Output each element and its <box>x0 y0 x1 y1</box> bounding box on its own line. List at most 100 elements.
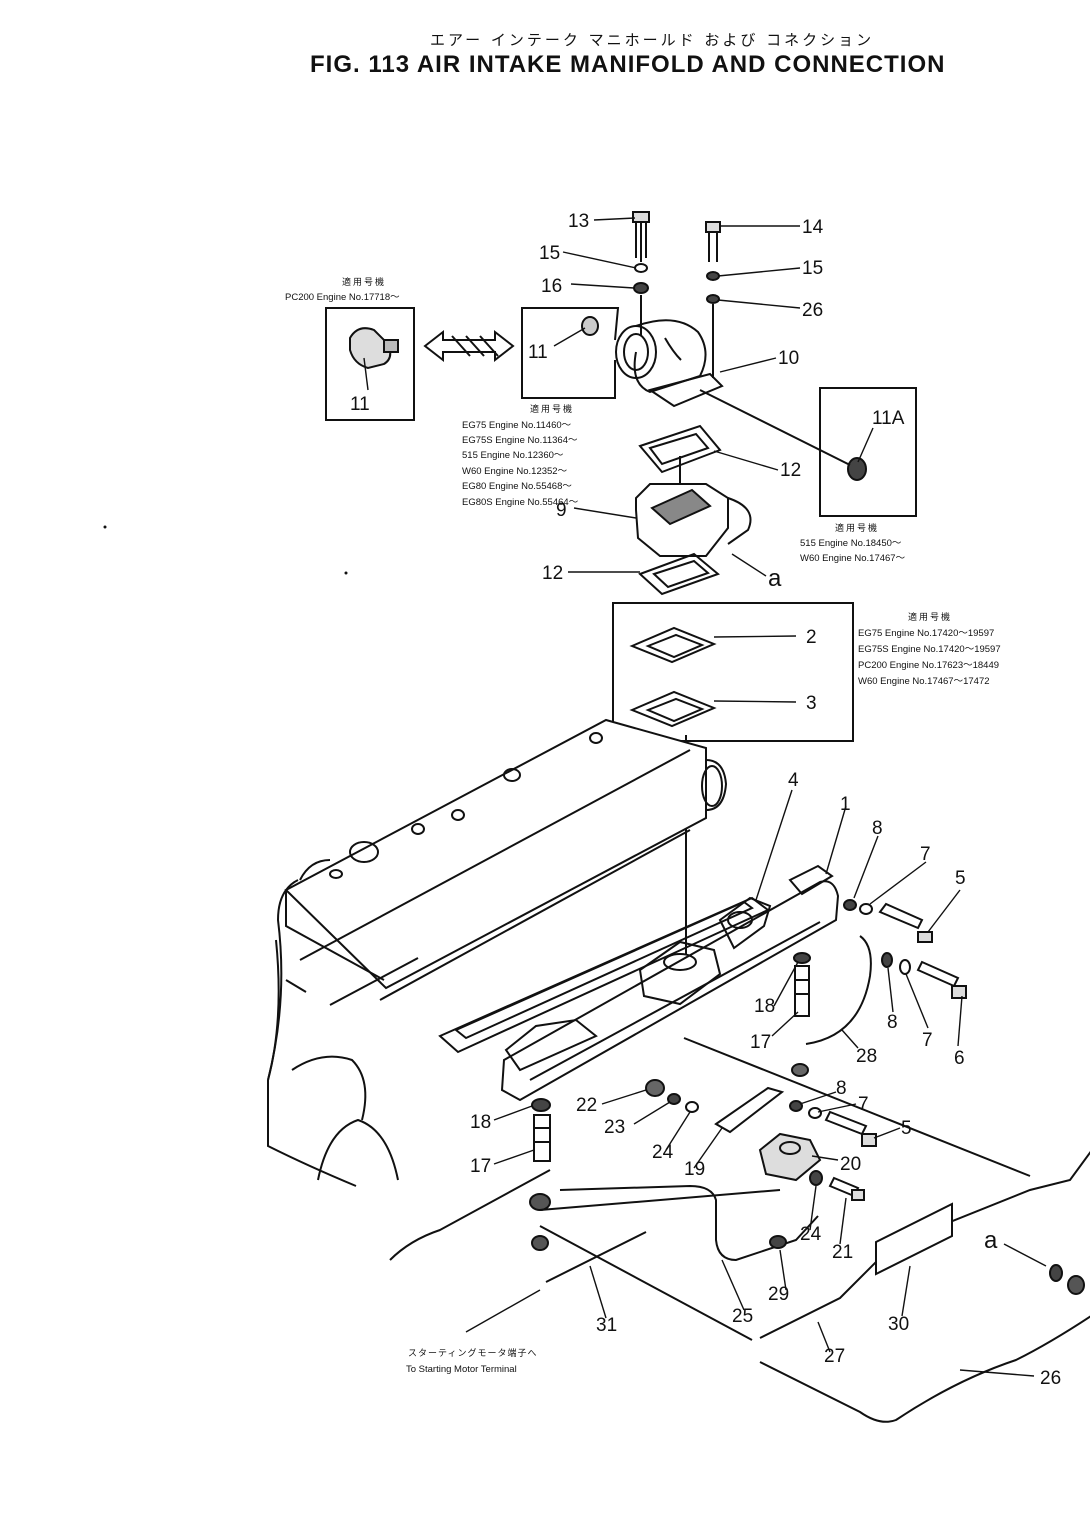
callout-17-b: 17 <box>470 1156 491 1177</box>
applicability-box-eg: 適用号機 EG75 Engine No.11460～ EG75S Engine … <box>462 307 620 508</box>
part-6-bolt <box>916 960 967 999</box>
callout-11-small: 11 <box>528 342 548 363</box>
nut-a <box>791 1063 809 1077</box>
callout-28: 28 <box>856 1046 877 1067</box>
part-15-washer-left <box>634 263 648 273</box>
callout-a-upper: a <box>768 565 782 592</box>
callout-4: 4 <box>788 770 799 791</box>
callout-11-pc200: 11 <box>350 394 370 415</box>
terminal-note-english: To Starting Motor Terminal <box>406 1364 517 1375</box>
part-24-washer-a <box>685 1101 699 1113</box>
part-16-washer <box>633 282 649 294</box>
part-11A-sensor <box>699 389 867 481</box>
box-eg-line-4: W60 Engine No.12352～ <box>462 466 568 477</box>
nut-b <box>529 1193 551 1211</box>
part-17-heater-plug-a <box>794 965 810 1017</box>
part-12-gasket-lower <box>638 552 720 596</box>
part-18-washer-a <box>793 952 811 964</box>
part-30-plate <box>875 1202 953 1276</box>
callout-29: 29 <box>768 1284 789 1305</box>
callout-16: 16 <box>541 276 562 297</box>
part-21-bolt <box>828 1176 865 1201</box>
callout-24-a: 24 <box>652 1142 674 1163</box>
box-eg-heading: 適用号機 <box>530 403 574 415</box>
part-7-washer-b <box>899 959 911 975</box>
callout-31: 31 <box>596 1315 617 1336</box>
cable-guide-line <box>539 1225 753 1341</box>
callout-6: 6 <box>954 1048 965 1069</box>
box-gasket-line-1: EG75 Engine No.17420～19597 <box>858 628 994 639</box>
stray-dot <box>103 525 107 529</box>
callout-7-a: 7 <box>920 844 931 865</box>
callout-12-lower: 12 <box>542 563 563 584</box>
part-11-sensor-small <box>581 316 599 336</box>
box-eg-line-5: EG80 Engine No.55468～ <box>462 481 572 492</box>
box-gasket-heading: 適用号機 <box>908 611 952 623</box>
part-1-intake-manifold <box>500 864 840 1102</box>
callout-18-a: 18 <box>754 996 775 1017</box>
interchange-arrow <box>423 329 515 363</box>
part-8-washer-c <box>789 1100 803 1112</box>
callout-23: 23 <box>604 1117 625 1138</box>
callout-30: 30 <box>888 1314 909 1335</box>
callout-7-b: 7 <box>922 1030 933 1051</box>
part-7-washer-a <box>859 903 873 915</box>
callout-25: 25 <box>732 1306 753 1327</box>
callout-14: 14 <box>802 217 824 238</box>
part-2-gasket <box>629 626 717 664</box>
callout-20: 20 <box>840 1154 861 1175</box>
callout-8-b: 8 <box>887 1012 898 1033</box>
part-13-bolt <box>632 211 650 262</box>
callout-27: 27 <box>824 1346 845 1367</box>
box-eg-line-1: EG75 Engine No.11460～ <box>462 420 572 431</box>
part-8-washer-b <box>881 952 893 968</box>
engine-block <box>267 718 728 1261</box>
callout-8-c: 8 <box>836 1078 847 1099</box>
box-gasket-line-4: W60 Engine No.17467～17472 <box>858 676 990 687</box>
part-10-elbow <box>615 295 724 408</box>
applicability-box-gasket: 適用号機 EG75 Engine No.17420～19597 EG75S En… <box>612 602 1001 742</box>
callout-17-a: 17 <box>750 1032 771 1053</box>
callout-15-left: 15 <box>539 243 560 264</box>
part-5-bolt-b <box>824 1110 877 1147</box>
callout-7-c: 7 <box>858 1094 869 1115</box>
callout-3: 3 <box>806 693 817 714</box>
box-pc200-line: PC200 Engine No.17718～ <box>285 292 400 303</box>
part-28-wire <box>805 935 872 1045</box>
nut-c <box>531 1235 549 1251</box>
box-eg-line-2: EG75S Engine No.11364～ <box>462 435 578 446</box>
callout-21: 21 <box>832 1242 853 1263</box>
wire-guide-line <box>683 1037 1031 1177</box>
part-5-bolt-a <box>878 902 933 943</box>
callout-12-upper: 12 <box>780 460 801 481</box>
part-7-washer-c <box>808 1107 822 1119</box>
part-12-gasket-upper <box>638 424 722 474</box>
callout-19: 19 <box>684 1159 705 1180</box>
callout-labels: 13 14 15 15 16 26 11 11 11A 10 12 9 12 a… <box>350 211 1061 1389</box>
callout-13: 13 <box>568 211 589 232</box>
box-11a-line-1: 515 Engine No.18450～ <box>800 538 902 549</box>
box-eg-line-6: EG80S Engine No.55464～ <box>462 497 579 508</box>
callout-5-b: 5 <box>901 1118 912 1139</box>
box-eg-line-3: 515 Engine No.12360～ <box>462 450 564 461</box>
part-22-nut <box>645 1079 665 1097</box>
part-24-washer-b <box>809 1170 823 1186</box>
box-gasket-line-3: PC200 Engine No.17623～18449 <box>858 660 999 671</box>
part-8-washer-a <box>843 899 857 911</box>
part-26-washer <box>706 294 720 304</box>
part-15-washer-right <box>706 271 720 281</box>
part-9-housing <box>635 456 752 557</box>
applicability-box-11a: 適用号機 515 Engine No.18450～ W60 Engine No.… <box>800 387 917 564</box>
callout-1: 1 <box>840 794 851 815</box>
callout-26-top: 26 <box>802 300 823 321</box>
applicability-box-pc200: 適用号機 PC200 Engine No.17718～ <box>285 276 415 421</box>
box-pc200-heading: 適用号機 <box>342 276 386 288</box>
box-11a-heading: 適用号機 <box>835 522 879 534</box>
box-11a-line-2: W60 Engine No.17467～ <box>800 553 906 564</box>
part-29-washer <box>769 1235 787 1249</box>
callout-10: 10 <box>778 348 799 369</box>
terminal-note-japanese: スターティングモータ端子へ <box>408 1347 537 1359</box>
stray-dot <box>344 571 348 575</box>
callout-24-b: 24 <box>800 1224 822 1245</box>
